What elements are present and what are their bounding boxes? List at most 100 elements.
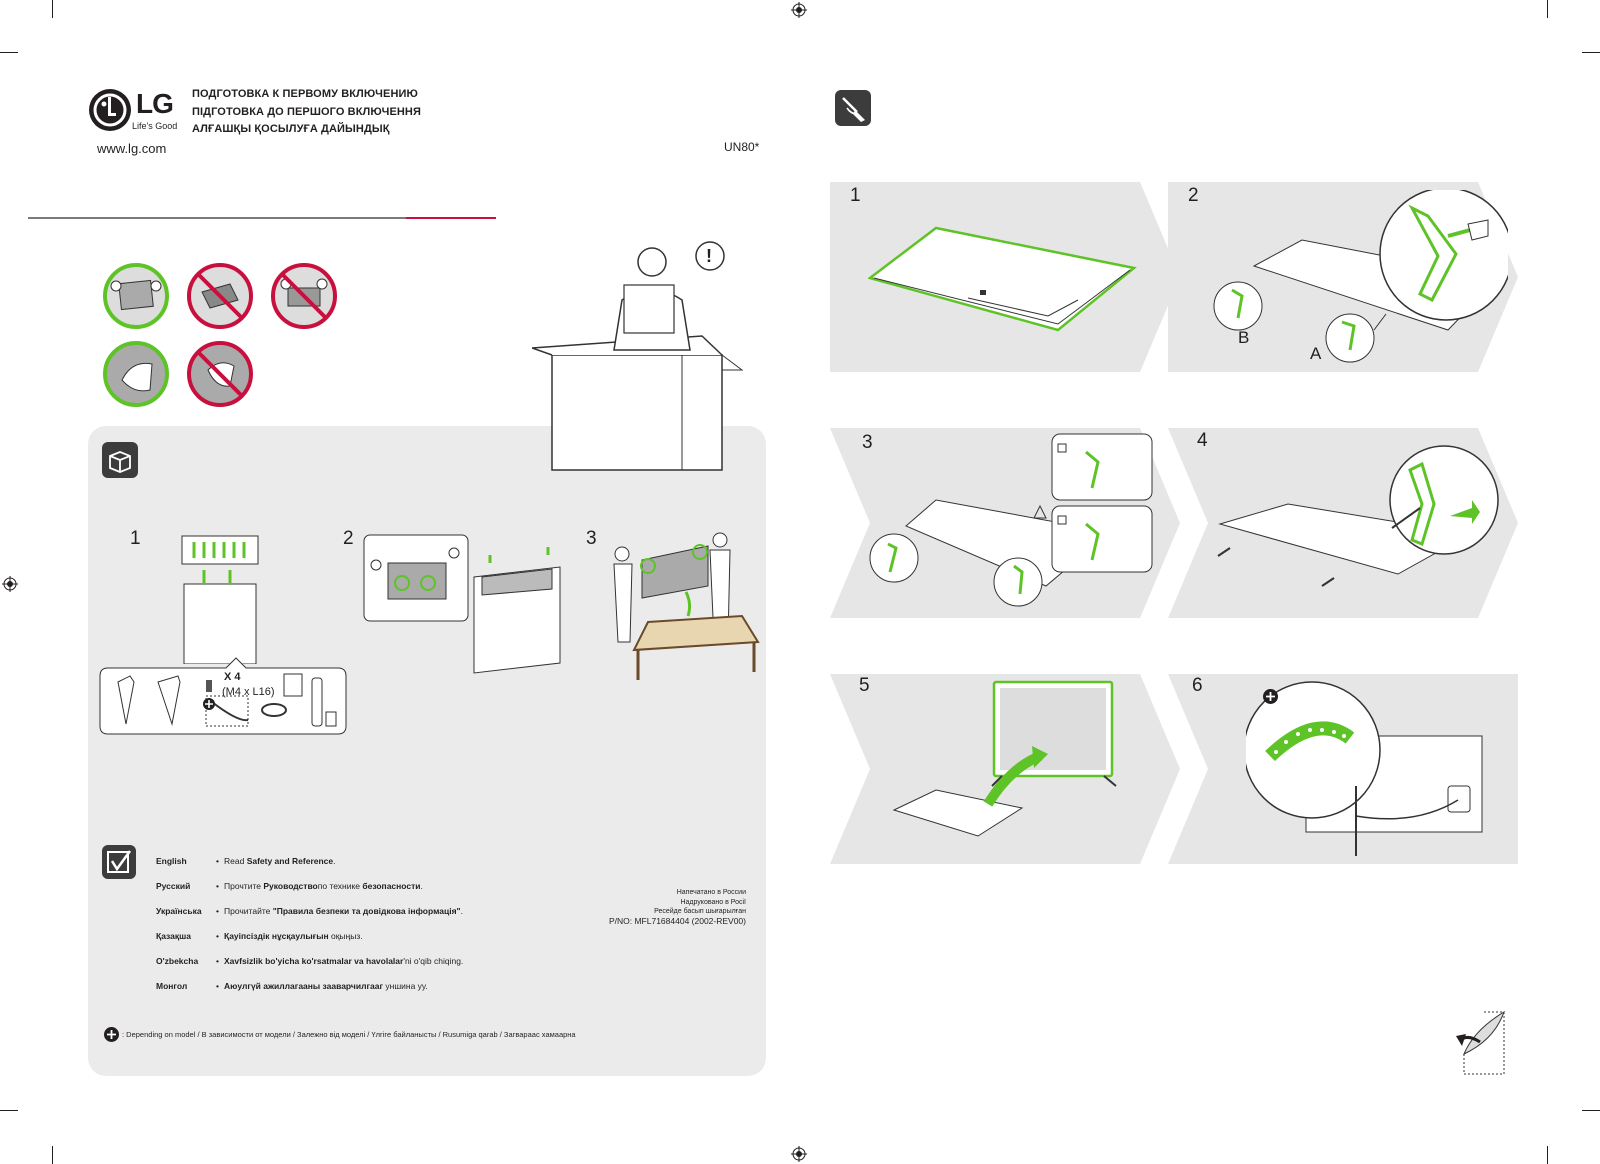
registration-mark-icon bbox=[791, 2, 807, 18]
handling-dont-carry-two-icon bbox=[271, 263, 337, 329]
assembly-step-6-number: 6 bbox=[1192, 675, 1203, 696]
crop-mark bbox=[1582, 1110, 1600, 1111]
text-bold: Xavfsizlik bo'yicha ko'rsatmalar va havo… bbox=[224, 956, 404, 966]
text-bold: безопасности bbox=[362, 881, 421, 891]
text-mid: по технике bbox=[317, 881, 363, 891]
language-row: O'zbekcha • Xavfsizlik bo'yicha ko'rsatm… bbox=[156, 956, 516, 981]
step-3-lock-stand bbox=[869, 433, 1153, 607]
text-bold: Аюулгүй ажиллагааны зааварчилгааг bbox=[224, 981, 384, 991]
step-6-cable-management bbox=[1246, 681, 1483, 856]
language-row: Українська • Прочитайте "Правила безпеки… bbox=[156, 906, 516, 931]
crop-mark bbox=[1582, 52, 1600, 53]
language-name: O'zbekcha bbox=[156, 956, 199, 966]
language-text: Read Safety and Reference. bbox=[224, 856, 336, 866]
language-name: Қазақша bbox=[156, 931, 191, 941]
printed-ru: Напечатано в России bbox=[676, 889, 746, 896]
svg-text:!: ! bbox=[706, 246, 712, 266]
lg-logo: LG Life's Good bbox=[88, 88, 188, 136]
page-titles: ПОДГОТОВКА К ПЕРВОМУ ВКЛЮЧЕНИЮ ПІДГОТОВК… bbox=[192, 86, 421, 139]
unpack-step-1-illustration bbox=[181, 535, 259, 664]
language-text: Xavfsizlik bo'yicha ko'rsatmalar va havo… bbox=[224, 956, 463, 966]
stand-label-a: A bbox=[1310, 344, 1322, 363]
printed-info: Напечатано в России Надруковано в Росії … bbox=[560, 888, 746, 917]
screws-spec: (M4 x L16) bbox=[222, 686, 275, 698]
step-2-attach-stand bbox=[1213, 190, 1508, 363]
crop-mark bbox=[0, 1110, 18, 1111]
language-name: Українська bbox=[156, 906, 202, 916]
registration-mark-icon bbox=[791, 1146, 807, 1162]
crop-mark bbox=[1547, 0, 1548, 18]
safety-language-list: English • Read Safety and Reference. Рус… bbox=[156, 856, 516, 1006]
handling-do-hold-icon bbox=[103, 341, 169, 407]
language-name: Русский bbox=[156, 881, 191, 891]
title-kk: АЛҒАШҚЫ ҚОСЫЛУҒА ДАЙЫНДЫҚ bbox=[192, 123, 390, 135]
language-row: Монгол • Аюулгүй ажиллагааны зааварчилга… bbox=[156, 981, 516, 1006]
step-1-tv-facedown bbox=[868, 226, 1137, 332]
registration-mark-icon bbox=[2, 576, 18, 592]
assembly-step-5-number: 5 bbox=[859, 675, 870, 696]
unpack-step-1-number: 1 bbox=[130, 528, 141, 549]
step-4-screw-stand bbox=[1217, 445, 1499, 587]
title-ru: ПОДГОТОВКА К ПЕРВОМУ ВКЛЮЧЕНИЮ bbox=[192, 88, 418, 100]
text-bold: Қауіпсіздік нұсқаулығын bbox=[224, 931, 329, 941]
assembly-step-3-number: 3 bbox=[862, 432, 873, 453]
screwdriver-icon bbox=[835, 90, 871, 126]
language-text: Қауіпсіздік нұсқаулығын оқыңыз. bbox=[224, 931, 363, 941]
language-name: English bbox=[156, 856, 187, 866]
text-post: 'ni o'qib chiqing. bbox=[403, 956, 464, 966]
language-name: Монгол bbox=[156, 981, 188, 991]
handling-do-carry-icon bbox=[103, 263, 169, 329]
optional-plus-icon bbox=[203, 698, 215, 710]
optional-plus-icon bbox=[1263, 689, 1278, 704]
brand-name: LG bbox=[136, 88, 174, 119]
brand-tagline: Life's Good bbox=[132, 121, 178, 131]
language-bullet: • bbox=[216, 981, 219, 991]
language-bullet: • bbox=[216, 956, 219, 966]
accessories-callout bbox=[99, 657, 347, 735]
model-note: : Depending on model / В зависимости от … bbox=[122, 1030, 576, 1039]
text-post: оқыңыз. bbox=[328, 931, 363, 941]
text-post: уншина уу. bbox=[383, 981, 428, 991]
unpack-step-2-illustration bbox=[363, 534, 561, 674]
text-pre: Прочитайте bbox=[224, 906, 273, 916]
language-text: Прочтите Руководствопо технике безопасно… bbox=[224, 881, 423, 891]
crop-mark bbox=[1547, 1146, 1548, 1164]
language-text: Аюулгүй ажиллагааны зааварчилгааг уншина… bbox=[224, 981, 428, 991]
printed-uk: Надруковано в Росії bbox=[680, 898, 746, 906]
text-post: . bbox=[333, 856, 336, 866]
person-box-illustration: ! bbox=[532, 241, 744, 471]
assembly-step-1-number: 1 bbox=[850, 185, 861, 206]
printed-kk: Ресейде басып шығарылған bbox=[654, 908, 746, 915]
text-bold: "Правила безпеки та довідкова інформація… bbox=[272, 906, 461, 916]
screws-count: X 4 bbox=[224, 671, 241, 683]
language-text: Прочитайте "Правила безпеки та довідкова… bbox=[224, 906, 463, 916]
unpacking-panel bbox=[88, 426, 766, 1076]
optional-plus-icon bbox=[104, 1027, 119, 1042]
text-post: . bbox=[420, 881, 423, 891]
language-row: Русский • Прочтите Руководствопо технике… bbox=[156, 881, 516, 906]
safety-check-icon bbox=[102, 845, 136, 879]
unpack-step-3-illustration bbox=[613, 532, 760, 680]
text-pre: Read bbox=[224, 856, 247, 866]
unpack-step-3-number: 3 bbox=[586, 528, 597, 549]
crop-mark bbox=[0, 52, 18, 53]
language-row: English • Read Safety and Reference. bbox=[156, 856, 516, 881]
text-pre: Прочтите bbox=[224, 881, 264, 891]
stand-label-b: B bbox=[1238, 328, 1250, 347]
title-uk: ПІДГОТОВКА ДО ПЕРШОГО ВКЛЮЧЕННЯ bbox=[192, 105, 421, 118]
divider-red bbox=[406, 217, 496, 219]
unpack-step-2-number: 2 bbox=[343, 528, 354, 549]
page-turn-icon bbox=[1456, 1010, 1505, 1075]
crop-mark bbox=[52, 1146, 53, 1164]
assembly-step-4-number: 4 bbox=[1197, 430, 1208, 451]
part-number: P/NO: MFL71684404 (2002-REV00) bbox=[608, 916, 746, 926]
language-row: Қазақша • Қауіпсіздік нұсқаулығын оқыңыз… bbox=[156, 931, 516, 956]
unpack-box-icon bbox=[102, 442, 138, 478]
text-bold: Руководство bbox=[263, 881, 318, 891]
text-post: . bbox=[460, 906, 463, 916]
language-bullet: • bbox=[216, 931, 219, 941]
lg-face-icon bbox=[89, 89, 131, 131]
website-url: www.lg.com bbox=[97, 141, 167, 156]
language-bullet: • bbox=[216, 856, 219, 866]
handling-dont-carry-flat-icon bbox=[187, 263, 253, 329]
